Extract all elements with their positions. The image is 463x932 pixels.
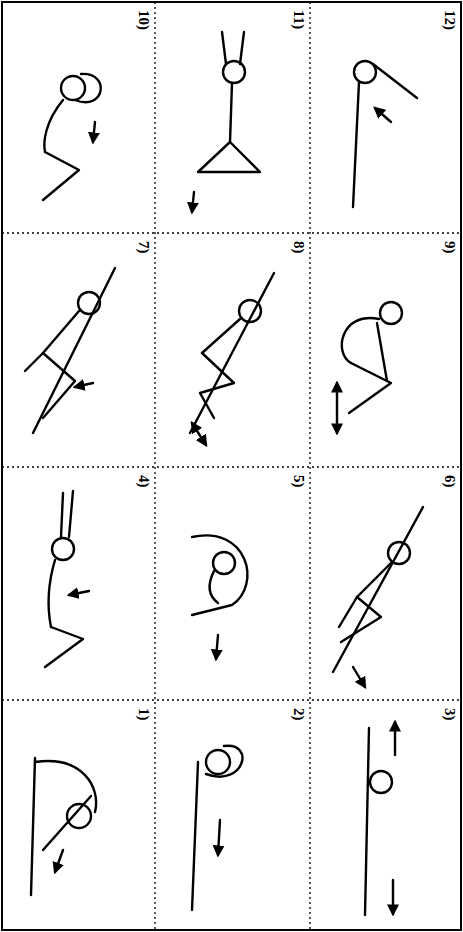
stick-figure: [353, 61, 417, 207]
stick-figure: [337, 302, 402, 433]
callout-number: 9): [442, 240, 458, 255]
stick-figure: [365, 722, 395, 915]
stick-figure: [190, 273, 274, 445]
stick-figure: [192, 535, 247, 659]
stick-figure: [192, 746, 242, 910]
callout-number: 11): [291, 9, 307, 30]
callout-number: 10): [136, 9, 152, 31]
callout-number: 7): [136, 240, 152, 255]
stick-figure: [25, 268, 115, 433]
callout-number: 12): [442, 9, 458, 31]
stick-figure: [43, 74, 101, 200]
callout-number: 4): [136, 474, 152, 489]
callout-number: 6): [442, 474, 458, 489]
callout-number: 1): [136, 707, 152, 722]
stick-figure: [45, 491, 89, 667]
callout-number: 5): [291, 474, 307, 489]
stick-figure: [31, 758, 96, 895]
stick-figure: [333, 507, 423, 687]
callout-number: 8): [291, 240, 307, 255]
stick-figure: [192, 32, 260, 212]
callout-number: 3): [442, 707, 458, 722]
callout-number: 2): [291, 707, 307, 722]
